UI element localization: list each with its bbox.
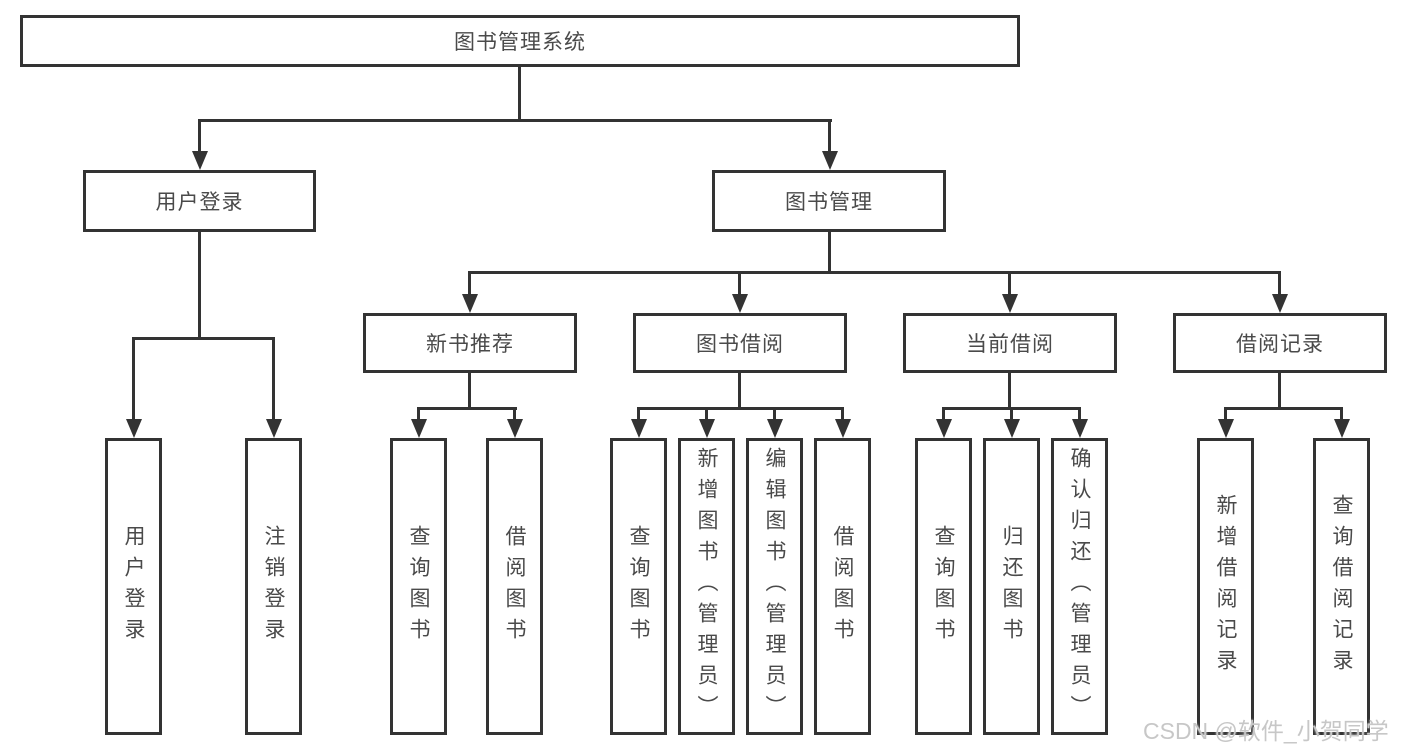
arrowhead-icon — [1334, 419, 1350, 438]
connector-line — [132, 337, 275, 340]
leaf-records-query-label: 查询借阅记录 — [1330, 493, 1353, 680]
node-user-login: 用户登录 — [83, 170, 316, 232]
node-root: 图书管理系统 — [20, 15, 1020, 67]
arrowhead-icon — [462, 294, 478, 313]
connector-line — [198, 119, 832, 122]
connector-line — [1008, 271, 1011, 296]
leaf-newbooks-query: 查询图书 — [390, 438, 447, 735]
connector-line — [417, 407, 517, 410]
node-book-mgmt: 图书管理 — [712, 170, 946, 232]
leaf-borrow-query: 查询图书 — [610, 438, 667, 735]
leaf-current-return: 归还图书 — [983, 438, 1040, 735]
leaf-newbooks-borrow-label: 借阅图书 — [503, 524, 526, 649]
node-new-books-label: 新书推荐 — [426, 333, 514, 356]
arrowhead-icon — [192, 151, 208, 170]
connector-line — [1340, 407, 1343, 422]
leaf-user-login-label: 用户登录 — [122, 524, 145, 649]
connector-line — [198, 119, 201, 153]
leaf-borrow-edit-book: 编辑图书（管理员） — [746, 438, 803, 735]
leaf-logout: 注销登录 — [245, 438, 302, 735]
leaf-borrow-add-book-label: 新增图书（管理员） — [695, 447, 718, 726]
leaf-records-add-label: 新增借阅记录 — [1214, 493, 1237, 680]
arrowhead-icon — [507, 419, 523, 438]
arrowhead-icon — [1004, 419, 1020, 438]
node-book-borrow: 图书借阅 — [633, 313, 847, 373]
node-new-books: 新书推荐 — [363, 313, 577, 373]
csdn-watermark: CSDN @软件_小贺同学 — [1143, 718, 1389, 744]
arrowhead-icon — [1072, 419, 1088, 438]
leaf-logout-label: 注销登录 — [262, 524, 285, 649]
arrowhead-icon — [699, 419, 715, 438]
connector-line — [637, 407, 640, 422]
leaf-newbooks-query-label: 查询图书 — [407, 524, 430, 649]
arrowhead-icon — [835, 419, 851, 438]
connector-line — [828, 231, 831, 274]
node-user-login-label: 用户登录 — [155, 191, 244, 214]
connector-line — [417, 407, 420, 422]
leaf-current-query-label: 查询图书 — [932, 524, 955, 649]
connector-line — [198, 231, 201, 340]
connector-line — [1078, 407, 1081, 422]
connector-line — [637, 407, 844, 410]
leaf-borrow-edit-book-label: 编辑图书（管理员） — [763, 447, 786, 726]
arrowhead-icon — [1002, 294, 1018, 313]
connector-line — [841, 407, 844, 422]
leaf-borrow-borrow-book-label: 借阅图书 — [831, 524, 854, 649]
arrowhead-icon — [1218, 419, 1234, 438]
leaf-borrow-borrow-book: 借阅图书 — [814, 438, 871, 735]
connector-line — [773, 407, 776, 422]
node-current-borrow: 当前借阅 — [903, 313, 1117, 373]
arrowhead-icon — [732, 294, 748, 313]
connector-line — [705, 407, 708, 422]
connector-line — [468, 271, 471, 296]
connector-line — [513, 407, 516, 422]
connector-line — [738, 372, 741, 410]
arrowhead-icon — [266, 419, 282, 438]
connector-line — [1224, 407, 1343, 410]
connector-line — [272, 337, 275, 421]
leaf-borrow-add-book: 新增图书（管理员） — [678, 438, 735, 735]
arrowhead-icon — [411, 419, 427, 438]
leaf-current-confirm-return: 确认归还（管理员） — [1051, 438, 1108, 735]
node-book-mgmt-label: 图书管理 — [785, 191, 873, 214]
arrowhead-icon — [1272, 294, 1288, 313]
leaf-records-add: 新增借阅记录 — [1197, 438, 1254, 735]
connector-line — [738, 271, 741, 296]
leaf-user-login: 用户登录 — [105, 438, 162, 735]
connector-line — [942, 407, 945, 422]
node-root-label: 图书管理系统 — [454, 31, 586, 54]
leaf-records-query: 查询借阅记录 — [1313, 438, 1370, 735]
arrowhead-icon — [631, 419, 647, 438]
connector-line — [1010, 407, 1013, 422]
connector-line — [1278, 372, 1281, 410]
connector-line — [1278, 271, 1281, 296]
arrowhead-icon — [126, 419, 142, 438]
connector-line — [828, 119, 831, 153]
node-book-borrow-label: 图书借阅 — [696, 333, 784, 356]
leaf-current-confirm-return-label: 确认归还（管理员） — [1068, 447, 1091, 726]
connector-line — [468, 372, 471, 410]
connector-line — [132, 337, 135, 421]
connector-line — [1008, 372, 1011, 410]
leaf-borrow-query-label: 查询图书 — [627, 524, 650, 649]
leaf-current-return-label: 归还图书 — [1000, 524, 1023, 649]
connector-line — [468, 271, 1281, 274]
connector-line — [518, 67, 521, 121]
arrowhead-icon — [936, 419, 952, 438]
arrowhead-icon — [822, 151, 838, 170]
node-current-borrow-label: 当前借阅 — [966, 333, 1054, 356]
leaf-current-query: 查询图书 — [915, 438, 972, 735]
connector-line — [1224, 407, 1227, 422]
node-borrow-records: 借阅记录 — [1173, 313, 1387, 373]
node-borrow-records-label: 借阅记录 — [1236, 333, 1324, 356]
leaf-newbooks-borrow: 借阅图书 — [486, 438, 543, 735]
arrowhead-icon — [767, 419, 783, 438]
